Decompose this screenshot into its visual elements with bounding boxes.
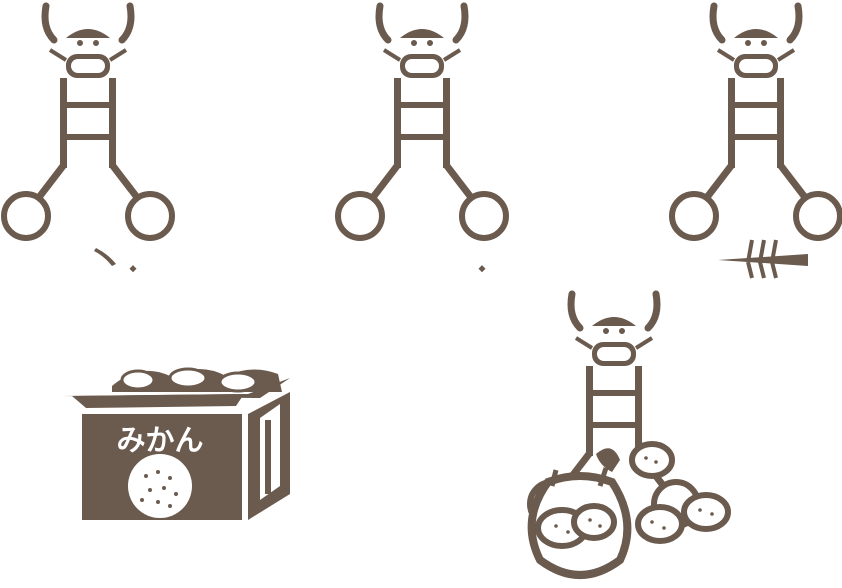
mikan-box-icon: みかん (62, 367, 290, 520)
peeler-robot-icon (338, 6, 506, 238)
loose-oranges (554, 441, 731, 544)
peeled-strip (718, 254, 808, 266)
crate-label: みかん (116, 423, 203, 457)
peeler-robot-icon (672, 6, 840, 238)
figure-with-net-bag (527, 294, 731, 579)
mikan-crate: みかん (62, 367, 290, 520)
net-bag-icon (527, 448, 632, 579)
figure-with-peel-scrap (4, 6, 172, 273)
figure-with-peeled-strip (672, 6, 840, 279)
figure-with-crumb (338, 6, 506, 273)
peeler-robot-icon (4, 6, 172, 238)
crumb (129, 265, 137, 273)
peel-scrap (94, 248, 116, 266)
crumb (478, 265, 486, 273)
